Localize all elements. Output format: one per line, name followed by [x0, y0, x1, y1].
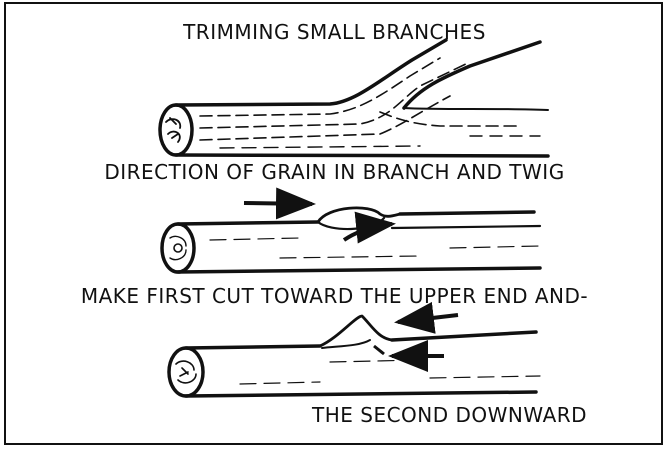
branch-grain-illustration: [160, 40, 548, 156]
arrow-icon: [398, 315, 458, 322]
first-cut-illustration: [162, 208, 540, 272]
cut-mark: [374, 346, 384, 354]
arrow-icon: [244, 203, 312, 204]
second-cut-illustration: [169, 316, 540, 396]
